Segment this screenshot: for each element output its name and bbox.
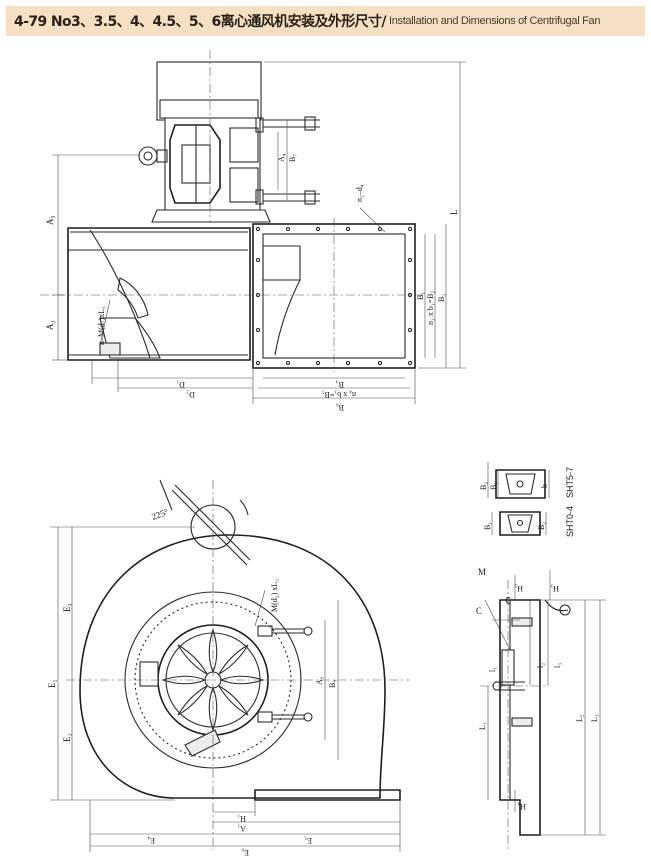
label-a3: A₃	[45, 215, 55, 225]
motor-base	[151, 209, 271, 223]
casing-curve	[89, 229, 151, 359]
label-sht57-b2: B₂	[479, 482, 488, 490]
flange-holes	[255, 226, 413, 366]
label-l2: l₂	[536, 663, 545, 668]
label-l3: l₃	[553, 663, 562, 668]
label-b8: B₈	[328, 680, 337, 688]
label-h1: H₁	[237, 814, 246, 823]
label-bolt-front: M(d₂) xL₂	[270, 579, 279, 612]
label-n3: n₃ x b₁=B₂	[426, 291, 435, 325]
label-a5: A₅	[315, 676, 324, 685]
pulley	[138, 146, 158, 166]
label-L1: L₁	[478, 722, 487, 730]
label-l: L	[449, 210, 459, 216]
flange-detail-sht57: B₂ B₁ b SHT5-7	[479, 462, 575, 499]
title-english: Installation and Dimensions of Centrifug…	[388, 15, 601, 27]
label-a4: A₄	[277, 153, 286, 162]
motor-flange	[159, 99, 259, 119]
title-banner: 4-79 No3、3.5、4、4.5、5、6离心通风机安装及外形尺寸/ Inst…	[6, 6, 645, 36]
label-sht04-b1: B₁	[483, 522, 492, 530]
label-c: C	[476, 606, 482, 616]
caption-sht04: SHT0-4	[565, 506, 575, 537]
label-b6: B₆	[336, 403, 344, 412]
label-angle: 225°	[150, 506, 170, 521]
label-h3: H₃	[550, 584, 559, 593]
volute-casing	[79, 534, 386, 799]
label-d1: D₁	[176, 380, 185, 389]
label-n2-d4: n₂–d₄	[355, 184, 364, 202]
label-sht57-b: b	[540, 484, 549, 488]
label-b3: B₃	[437, 294, 446, 302]
top-view: A₃ A₂ A₄ B₇ L n₂–d₄ n–M(d₁)xL₁ D₁ D₂ B₄ …	[40, 50, 466, 412]
label-e5: E₅	[304, 836, 312, 845]
front-view: 225° E₃ E₁ E₂ M(d₂) xL₂ A₅ B₈ H₁ A₁ E₅ E…	[47, 479, 410, 857]
side-flange-upper	[511, 617, 533, 627]
label-h2: H₂	[514, 584, 523, 593]
caption-sht57: SHT5-7	[565, 467, 575, 498]
side-pulley	[559, 604, 571, 616]
fan-casing	[67, 227, 251, 361]
label-L3: L₃	[590, 714, 599, 722]
label-n4b: n₄ x b₃=B₅	[322, 390, 356, 399]
label-e6: E₆	[241, 848, 249, 857]
inlet-cone	[99, 317, 161, 359]
label-b7: B₇	[288, 154, 297, 162]
label-L2: L₂	[575, 714, 584, 722]
bearing-block-upper	[229, 127, 259, 163]
label-sht04-b2: B₂	[537, 522, 546, 530]
label-d2: D₂	[186, 390, 195, 399]
label-a2: A₂	[45, 320, 55, 330]
label-a1: A₁	[237, 824, 246, 833]
label-b4: B₄	[336, 380, 344, 389]
label-e4: E₄	[147, 836, 155, 845]
title-chinese: 4-79 No3、3.5、4、4.5、5、6离心通风机安装及外形尺寸/	[14, 14, 387, 30]
label-b1: B₁	[416, 292, 425, 300]
label-l1: l₁	[488, 667, 497, 672]
label-e1: E₁	[47, 679, 57, 688]
label-h4: H₄	[517, 802, 526, 811]
flange-detail-sht04: B₁ B₂ SHT0-4	[483, 506, 575, 537]
label-sht57-b1: B₁	[489, 482, 498, 490]
side-view: M C l₁ l₂ l₃ L₁ L₂ L₃ H₂ H₃ H₄	[476, 567, 606, 850]
side-flange-lower	[511, 717, 533, 727]
bearing-block-lower	[229, 167, 259, 203]
label-e3: E₃	[62, 603, 72, 612]
label-bolt-top: n–M(d₁)xL₁	[97, 306, 106, 345]
label-m: M	[478, 567, 486, 577]
inlet-handle	[139, 661, 159, 687]
label-e2: E₂	[62, 733, 72, 742]
